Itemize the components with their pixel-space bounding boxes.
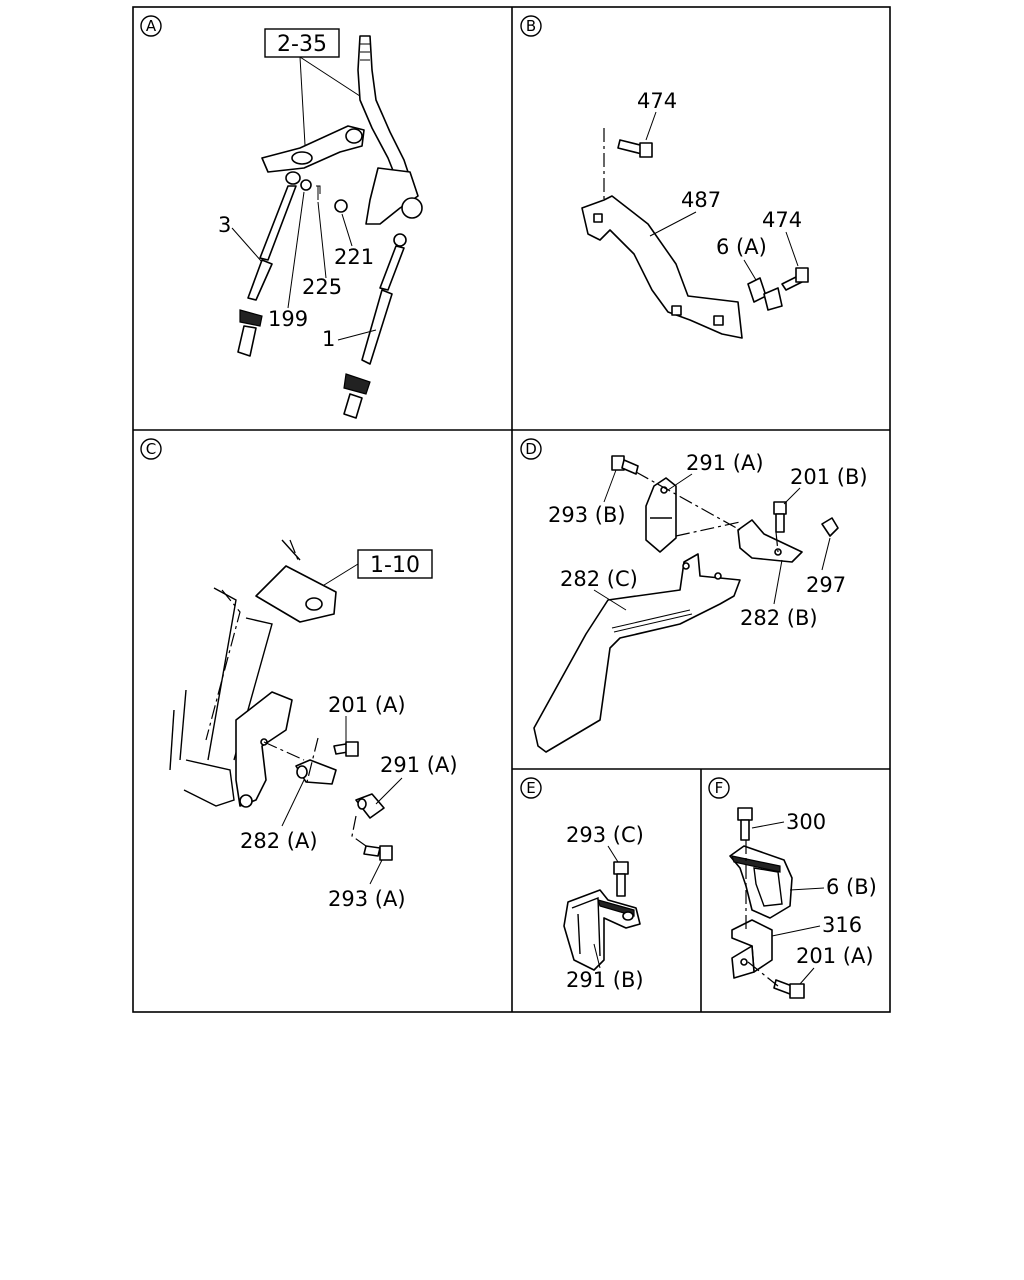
label-201a-c: 201 (A) bbox=[328, 693, 406, 717]
panel-a: A 2-35 bbox=[140, 15, 423, 419]
label-221: 221 bbox=[334, 245, 374, 269]
svg-text:A: A bbox=[146, 17, 157, 35]
clamp-291a-d bbox=[645, 477, 677, 553]
label-199: 199 bbox=[268, 307, 308, 331]
label-297: 297 bbox=[806, 573, 846, 597]
bolt-474-top bbox=[617, 139, 653, 158]
bolt-293a bbox=[363, 845, 393, 861]
clip-282a bbox=[295, 759, 337, 785]
svg-text:B: B bbox=[526, 17, 536, 35]
label-474-right: 474 bbox=[762, 208, 802, 232]
panel-marker-f: F bbox=[708, 777, 730, 799]
label-293a: 293 (A) bbox=[328, 887, 406, 911]
label-316: 316 bbox=[822, 913, 862, 937]
bracket-282c[interactable] bbox=[533, 553, 741, 753]
svg-text:F: F bbox=[715, 779, 724, 797]
svg-text:E: E bbox=[526, 779, 535, 797]
clamp-291b[interactable] bbox=[563, 889, 641, 971]
panel-c: C 1-10 bbox=[140, 438, 458, 911]
label-291b: 291 (B) bbox=[566, 968, 644, 992]
bolt-293b bbox=[611, 455, 639, 475]
bracket-316 bbox=[731, 919, 773, 979]
label-201b: 201 (B) bbox=[790, 465, 868, 489]
label-282c: 282 (C) bbox=[560, 567, 638, 591]
clip-6b[interactable] bbox=[729, 845, 793, 919]
control-rod-1 bbox=[343, 233, 407, 419]
bolt-474-right bbox=[781, 267, 809, 291]
nut-297 bbox=[821, 517, 839, 537]
washer-199 bbox=[300, 179, 312, 191]
label-487: 487 bbox=[681, 188, 721, 212]
svg-text:C: C bbox=[146, 440, 156, 458]
panel-marker-e: E bbox=[520, 777, 542, 799]
label-291a-c: 291 (A) bbox=[380, 753, 458, 777]
panel-grid bbox=[132, 6, 891, 1013]
nut-221 bbox=[334, 199, 348, 213]
label-1: 1 bbox=[322, 327, 335, 351]
cotter-pin-225 bbox=[316, 185, 321, 200]
panel-marker-b: B bbox=[520, 15, 542, 37]
label-6b: 6 (B) bbox=[826, 875, 877, 899]
label-291a-d: 291 (A) bbox=[686, 451, 764, 475]
svg-text:1-10: 1-10 bbox=[370, 553, 420, 578]
svg-text:2-35: 2-35 bbox=[277, 32, 327, 57]
label-201a-f: 201 (A) bbox=[796, 944, 874, 968]
bellcrank-arm bbox=[261, 125, 365, 173]
label-282a: 282 (A) bbox=[240, 829, 318, 853]
bolt-293c bbox=[613, 861, 629, 897]
bolt-201a bbox=[333, 741, 359, 757]
panel-e: E 293 (C) 291 (B) bbox=[520, 777, 644, 992]
panel-marker-d: D bbox=[520, 438, 542, 460]
label-293b: 293 (B) bbox=[548, 503, 626, 527]
panel-marker-c: C bbox=[140, 438, 162, 460]
panel-b: B 474 487 474 6 (A) bbox=[520, 15, 809, 339]
bolt-300 bbox=[737, 807, 753, 841]
label-282b: 282 (B) bbox=[740, 606, 818, 630]
label-3: 3 bbox=[218, 213, 231, 237]
reference-box-1-10[interactable]: 1-10 bbox=[357, 549, 433, 579]
bolt-201a-f bbox=[773, 979, 805, 999]
panel-d: D 291 (A) 201 (B) bbox=[520, 438, 868, 753]
bracket-487[interactable] bbox=[581, 195, 743, 339]
panel-marker-a: A bbox=[140, 15, 162, 37]
cab-frame-structure bbox=[169, 539, 337, 808]
reference-box-2-35[interactable]: 2-35 bbox=[264, 28, 340, 58]
clip-6a bbox=[747, 277, 783, 311]
label-300: 300 bbox=[786, 810, 826, 834]
control-rod-3 bbox=[237, 171, 301, 357]
bolt-201b bbox=[773, 501, 787, 533]
bracket-282b bbox=[737, 519, 803, 563]
label-225: 225 bbox=[302, 275, 342, 299]
label-293c: 293 (C) bbox=[566, 823, 644, 847]
shift-lever bbox=[357, 35, 423, 225]
svg-text:D: D bbox=[525, 440, 537, 458]
panel-f: F 300 6 (B) 316 201 (A) bbox=[708, 777, 877, 999]
label-6a: 6 (A) bbox=[716, 235, 767, 259]
clamp-291a bbox=[355, 793, 385, 819]
label-474-top: 474 bbox=[637, 89, 677, 113]
